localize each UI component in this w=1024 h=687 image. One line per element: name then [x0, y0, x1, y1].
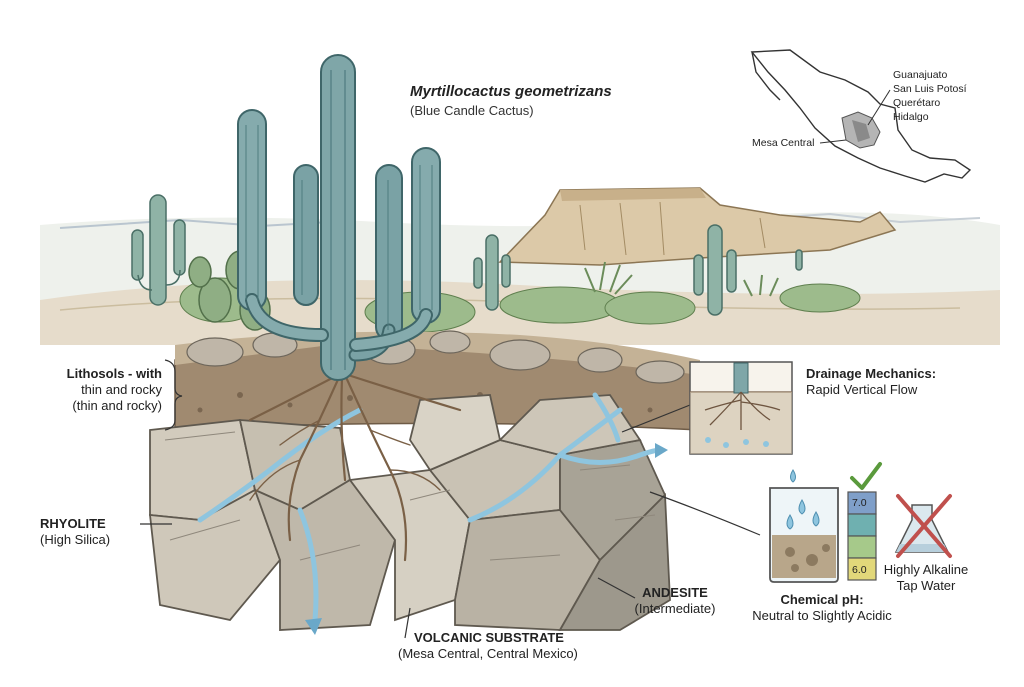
- label-leaders: [140, 359, 761, 639]
- common-name: (Blue Candle Cactus): [410, 103, 534, 118]
- drainage-inset: [689, 361, 793, 455]
- cross-icon: [896, 494, 952, 558]
- cactus-icon: [237, 54, 441, 381]
- lithosols-desc-2: (thin and rocky): [72, 398, 162, 413]
- species-title: Myrtillocactus geometrizans: [410, 83, 612, 100]
- lithosols-label: Lithosols - with: [66, 366, 162, 381]
- lithosols-desc-1: thin and rocky: [81, 382, 162, 397]
- rhyolite-label: RHYOLITE: [40, 516, 106, 531]
- beaker-icon: [769, 469, 839, 583]
- rhyolite-desc: (High Silica): [40, 532, 111, 547]
- small-cactus-icon: [131, 194, 803, 316]
- mexico-map-icon: [750, 49, 972, 183]
- substrate-label: VOLCANIC SUBSTRATE: [414, 630, 564, 645]
- map-region-label: Mesa Central: [752, 137, 815, 149]
- andesite-desc: (Intermediate): [634, 601, 716, 616]
- substrate-desc: (Mesa Central, Central Mexico): [398, 646, 578, 661]
- ph-scale-icon: [847, 491, 877, 581]
- water-drop-icon: [786, 469, 820, 530]
- tap-water-label-1: Highly Alkaline: [883, 562, 969, 577]
- ph-desc: Neutral to Slightly Acidic: [752, 608, 892, 623]
- ph-title: Chemical pH:: [780, 592, 864, 607]
- cactus-roots: [248, 373, 462, 562]
- drainage-desc: Rapid Vertical Flow: [806, 382, 918, 397]
- map-state-queretaro: Querétaro: [893, 97, 941, 109]
- drainage-title: Drainage Mechanics:: [806, 366, 937, 381]
- andesite-label: ANDESITE: [642, 585, 708, 600]
- ph-scale-top: 7.0: [852, 497, 867, 509]
- map-state-guanajuato: Guanajuato: [893, 69, 948, 81]
- volcanic-rock-blocks: [148, 394, 671, 631]
- water-flow-arrows: [305, 443, 668, 635]
- tap-water-label-2: Tap Water: [896, 578, 956, 593]
- ph-scale-bottom: 6.0: [852, 564, 867, 576]
- map-state-san-luis-potosi: San Luis Potosí: [893, 83, 967, 95]
- check-icon: [850, 462, 882, 490]
- map-state-hidalgo: Hidalgo: [893, 111, 929, 123]
